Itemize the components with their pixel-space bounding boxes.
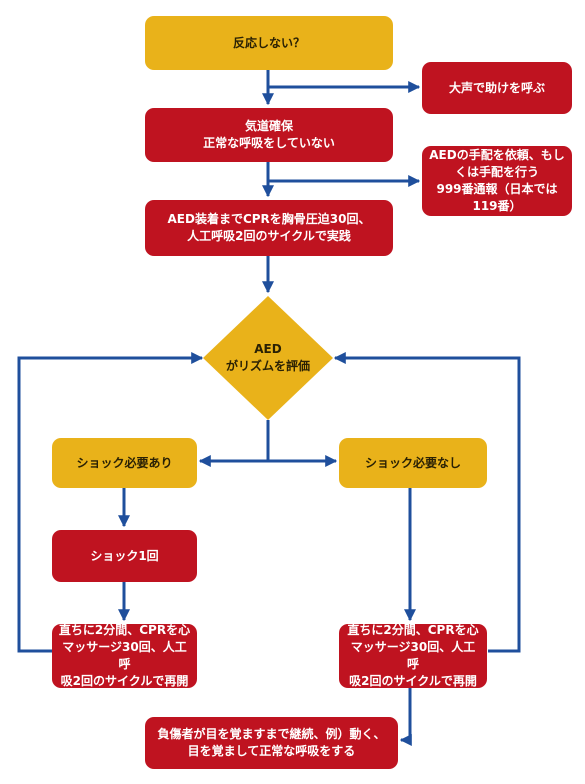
unresponsive-label: 反応しない？	[232, 35, 305, 50]
cpr-box: AED装着までCPRを胸骨圧迫30回、 人工呼吸2回のサイクルで実践	[145, 200, 393, 256]
shock-not-needed-box: ショック必要なし	[339, 438, 487, 488]
shock-once-box: ショック1回	[52, 530, 197, 582]
shock-not-needed-label: ショック必要なし	[364, 455, 461, 470]
loop-left-to-eval	[17, 352, 204, 653]
call-help-label: 大声で助けを呼ぶ	[448, 80, 545, 95]
continue-label: 負傷者が目を覚ますまで継続、例）動く、 目を覚まして正常な呼吸をする	[157, 727, 386, 758]
shock-needed-label: ショック必要あり	[76, 455, 173, 470]
airway-label: 気道確保 正常な呼吸をしていない	[203, 119, 335, 150]
arrow-to-continue	[399, 688, 412, 746]
aed-call-label: AEDの手配を依頼、もしくは手配を行う 999番通報（日本では119番）	[429, 148, 565, 213]
continue-box: 負傷者が目を覚ますまで継続、例）動く、 目を覚まして正常な呼吸をする	[145, 717, 398, 769]
unresponsive-box: 反応しない？	[145, 16, 393, 70]
call-help-box: 大声で助けを呼ぶ	[422, 62, 572, 114]
aed-eval-label: AED がリズムを評価	[225, 342, 310, 373]
cpr-no-shock-label: 直ちに2分間、CPRを心 マッサージ30回、人工呼 吸2回のサイクルで再開	[347, 623, 479, 688]
aed-eval-diamond	[203, 296, 333, 420]
airway-box: 気道確保 正常な呼吸をしていない	[145, 108, 393, 162]
loop-right-to-eval	[333, 352, 521, 653]
aed-call-box: AEDの手配を依頼、もしくは手配を行う 999番通報（日本では119番）	[422, 146, 572, 216]
shock-needed-box: ショック必要あり	[52, 438, 197, 488]
cpr-after-shock-label: 直ちに2分間、CPRを心 マッサージ30回、人工呼 吸2回のサイクルで再開	[58, 623, 191, 688]
cpr-label: AED装着までCPRを胸骨圧迫30回、 人工呼吸2回のサイクルで実践	[167, 212, 371, 243]
cpr-after-shock-box: 直ちに2分間、CPRを心 マッサージ30回、人工呼 吸2回のサイクルで再開	[52, 623, 197, 688]
shock-once-label: ショック1回	[90, 548, 159, 563]
cpr-no-shock-box: 直ちに2分間、CPRを心 マッサージ30回、人工呼 吸2回のサイクルで再開	[339, 623, 487, 688]
